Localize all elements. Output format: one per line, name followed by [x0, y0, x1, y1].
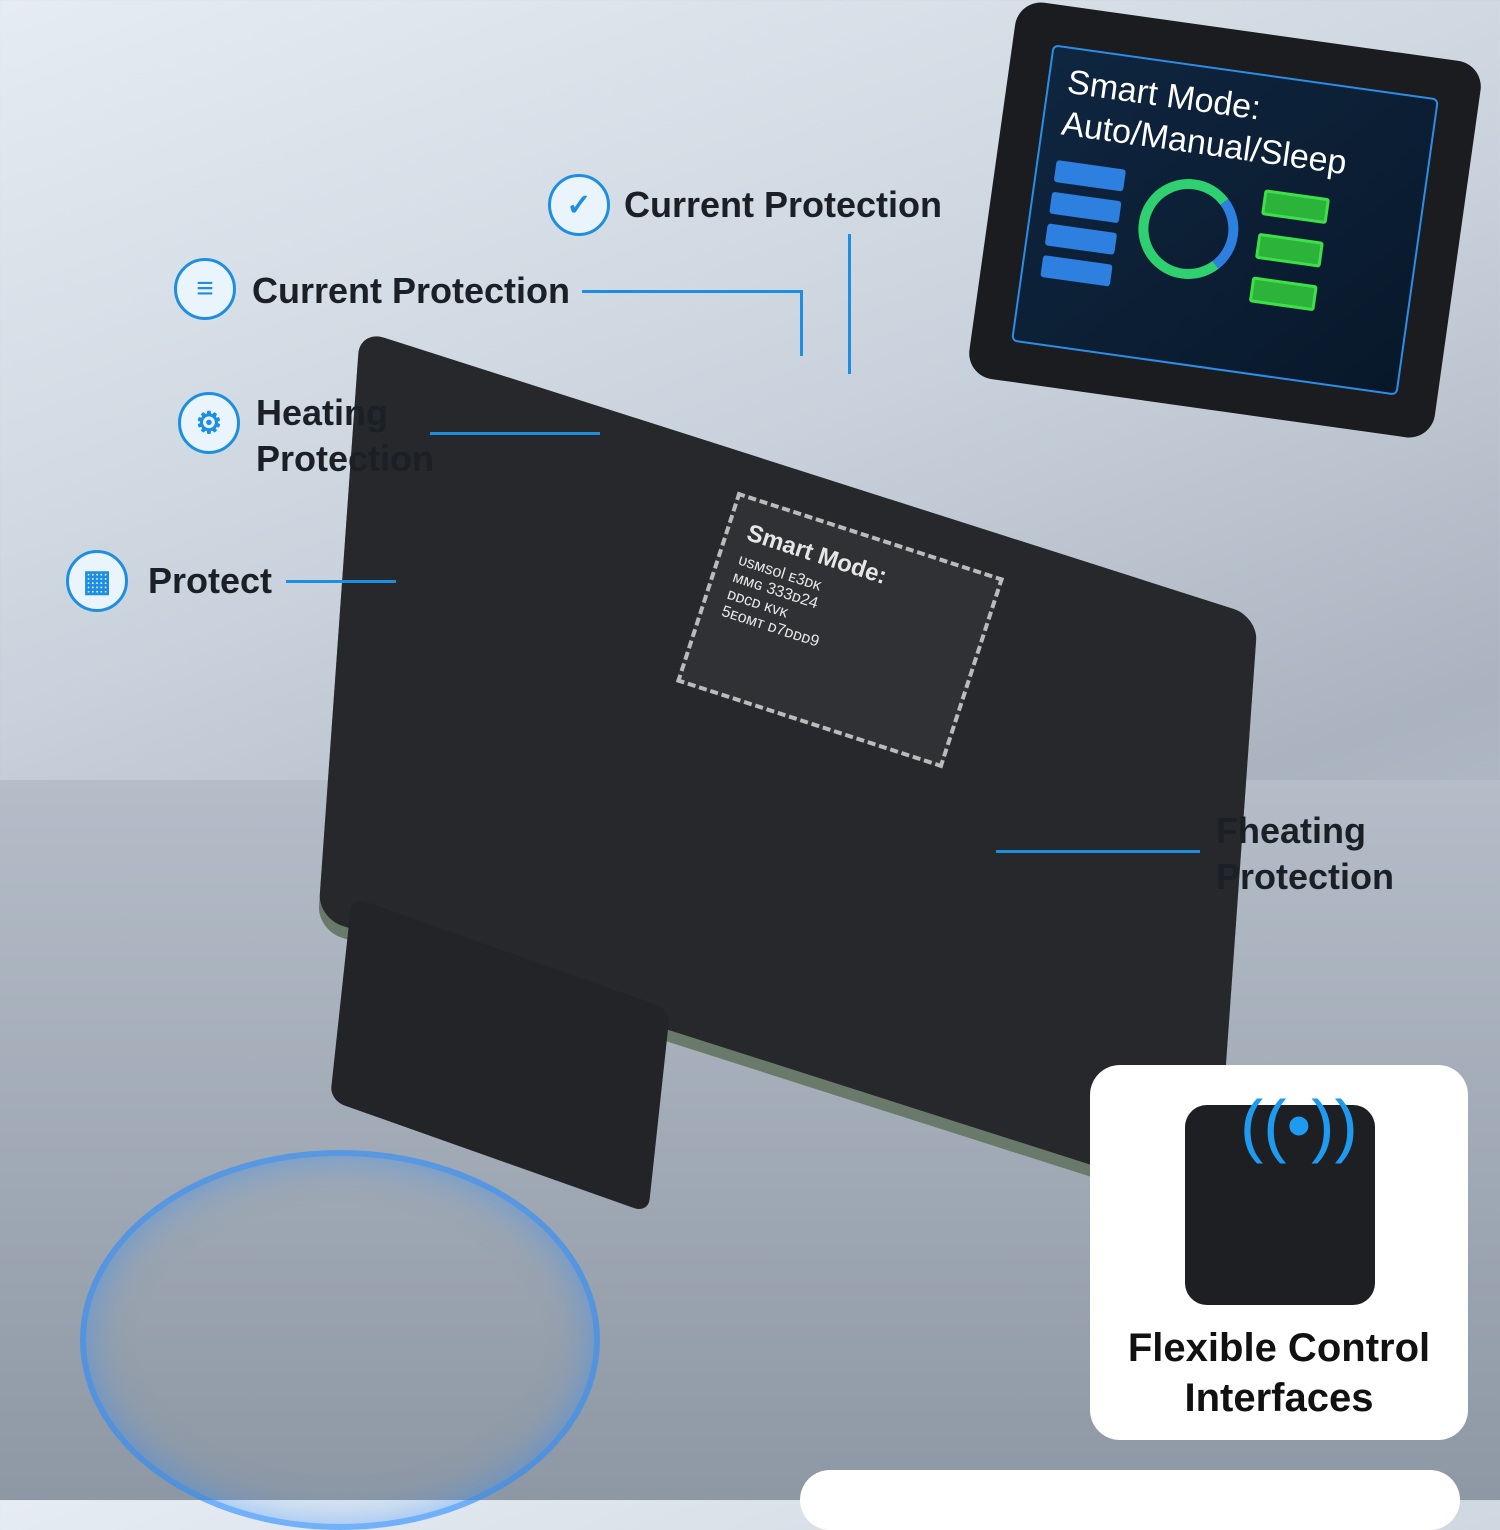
callout-fheating-protection: Fheating Protection: [1216, 810, 1395, 897]
callout-current-protection-top: Current Protection: [624, 184, 943, 225]
server-icon: ≡: [174, 258, 236, 320]
callout-protect: Protect: [148, 560, 273, 601]
interface-caption: Flexible Control Interfaces: [1127, 1326, 1431, 1420]
check-icon: ✓: [548, 174, 610, 236]
callout-heating-protection: Heating Protection: [256, 392, 435, 479]
callout-current-protection: Current Protection: [252, 270, 571, 311]
gear-icon: ⚙: [178, 392, 240, 454]
bottom-card: [800, 1470, 1460, 1530]
wifi-icon: ((•)): [1240, 1086, 1358, 1164]
grid-icon: ▦: [66, 550, 128, 612]
interface-card: ((•)) Flexible Control Interfaces: [1090, 1065, 1468, 1440]
fan-status-ring-icon: [1131, 172, 1245, 286]
usb-port-icon: [1185, 1105, 1375, 1305]
smart-display: Smart Mode: Auto/Manual/Sleep: [965, 0, 1485, 441]
fan-airflow: [80, 1150, 600, 1530]
display-screen: Smart Mode: Auto/Manual/Sleep: [1011, 44, 1439, 396]
